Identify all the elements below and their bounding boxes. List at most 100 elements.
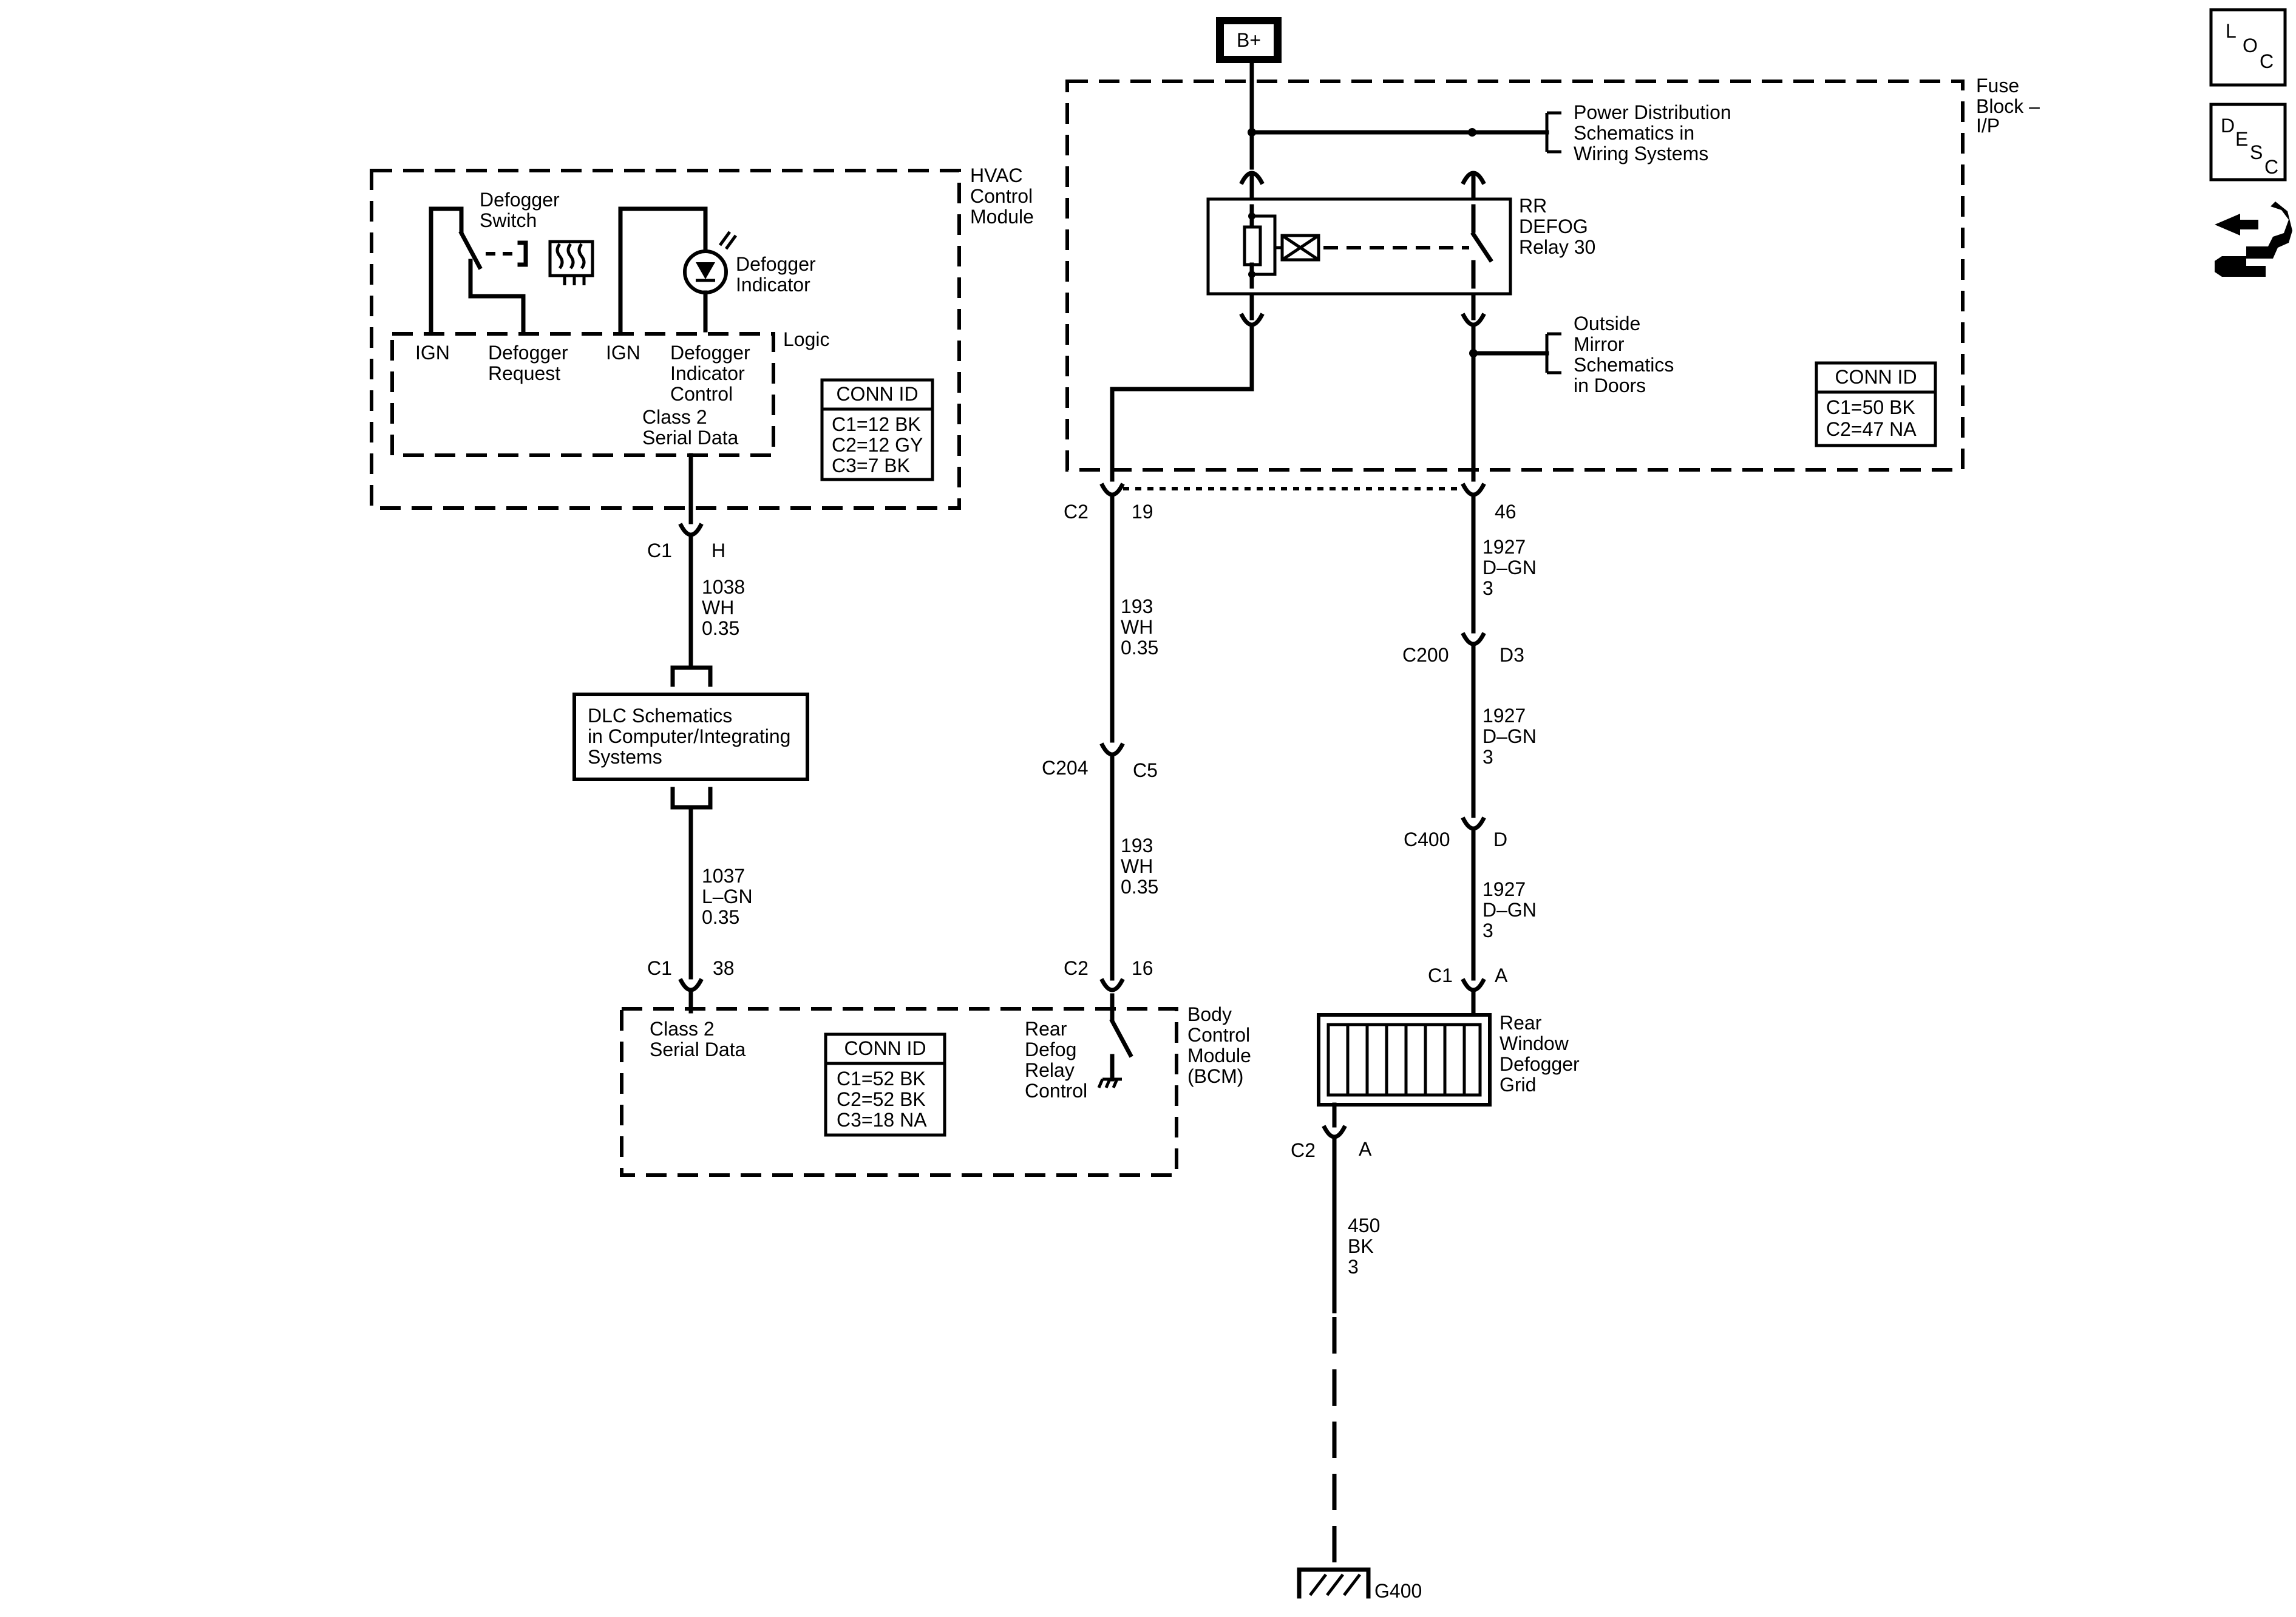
svg-text:Serial Data: Serial Data xyxy=(642,427,739,449)
svg-text:L: L xyxy=(2226,20,2237,42)
svg-text:Relay: Relay xyxy=(1025,1059,1075,1081)
hvac-c1-label: C1 xyxy=(647,540,672,561)
battery-label: B+ xyxy=(1237,29,1261,51)
svg-text:D–GN: D–GN xyxy=(1483,899,1537,921)
svg-text:1037: 1037 xyxy=(702,865,745,887)
outside-mirror-link[interactable]: Outside Mirror Schematics in Doors xyxy=(1574,313,1674,396)
fuse-block-bottom-connectors xyxy=(1099,483,1486,497)
grid-c2-label: C2 xyxy=(1291,1139,1316,1161)
bcm-c2-label: C2 xyxy=(1064,957,1089,979)
svg-text:(BCM): (BCM) xyxy=(1187,1065,1243,1087)
relay-label: RR DEFOG Relay 30 xyxy=(1519,195,1595,258)
description-button[interactable]: D E S C xyxy=(2209,103,2287,181)
svg-text:Defogger: Defogger xyxy=(488,342,568,364)
svg-text:in Doors: in Doors xyxy=(1574,375,1646,396)
battery-positive-source: B+ xyxy=(1216,17,1282,63)
svg-text:D–GN: D–GN xyxy=(1483,725,1537,747)
wire-1927-label-c: 1927 D–GN 3 xyxy=(1483,878,1537,941)
svg-text:Class 2: Class 2 xyxy=(642,406,707,428)
svg-text:3: 3 xyxy=(1483,577,1493,599)
svg-text:C2=47 NA: C2=47 NA xyxy=(1826,418,1917,440)
power-distribution-link[interactable]: Power Distribution Schematics in Wiring … xyxy=(1574,101,1731,164)
hvac-module-title: HVAC Control Module xyxy=(970,164,1034,228)
svg-text:1927: 1927 xyxy=(1483,878,1526,900)
fuse-pin-46: 46 xyxy=(1495,501,1517,523)
hvac-ign-label-1: IGN xyxy=(415,342,450,364)
svg-text:1038: 1038 xyxy=(702,576,745,598)
bcm-pin-16: 16 xyxy=(1132,957,1153,979)
c200-label: C200 xyxy=(1402,644,1449,666)
location-button[interactable]: L O C xyxy=(2209,8,2287,87)
bcm-outline xyxy=(620,1007,1178,1177)
svg-text:Control: Control xyxy=(1187,1024,1250,1046)
fuse-pin-19: 19 xyxy=(1132,501,1153,523)
svg-text:3: 3 xyxy=(1483,920,1493,941)
hvac-serial-data-label: Class 2 Serial Data xyxy=(642,406,739,449)
svg-text:193: 193 xyxy=(1121,595,1153,617)
grid-pin-a-bottom: A xyxy=(1359,1138,1372,1160)
svg-text:C: C xyxy=(2260,50,2274,72)
svg-text:Grid: Grid xyxy=(1500,1074,1536,1096)
c400-label: C400 xyxy=(1404,829,1450,850)
svg-text:Defog: Defog xyxy=(1025,1039,1076,1060)
dlc-schematics-box[interactable] xyxy=(572,693,809,781)
svg-text:Defogger: Defogger xyxy=(736,253,816,275)
bcm-title: Body Control Module (BCM) xyxy=(1187,1003,1251,1087)
svg-text:Module: Module xyxy=(1187,1045,1251,1066)
svg-text:Rear: Rear xyxy=(1500,1012,1542,1034)
svg-text:1927: 1927 xyxy=(1483,536,1526,558)
wire-193-label-lower: 193 WH 0.35 xyxy=(1121,835,1158,898)
svg-text:D: D xyxy=(2221,115,2235,137)
svg-text:Request: Request xyxy=(488,362,560,384)
svg-text:Indicator: Indicator xyxy=(670,362,745,384)
c204-pin-c5: C5 xyxy=(1133,759,1158,781)
svg-text:CONN ID: CONN ID xyxy=(836,383,918,405)
svg-text:C1=50 BK: C1=50 BK xyxy=(1826,396,1915,418)
svg-text:450: 450 xyxy=(1348,1215,1380,1236)
svg-text:193: 193 xyxy=(1121,835,1153,856)
fuse-block-conn-id-table: CONN ID C1=50 BK C2=47 NA xyxy=(1815,361,1937,447)
svg-text:Window: Window xyxy=(1500,1032,1569,1054)
svg-text:Control: Control xyxy=(1025,1080,1087,1102)
svg-text:Defogger: Defogger xyxy=(670,342,750,364)
svg-text:Control: Control xyxy=(970,185,1033,207)
wrench-arrows-icon[interactable] xyxy=(2215,202,2292,277)
svg-text:Serial Data: Serial Data xyxy=(650,1039,746,1060)
wire-193-label-upper: 193 WH 0.35 xyxy=(1121,595,1158,659)
svg-text:Indicator: Indicator xyxy=(736,274,810,296)
svg-text:DLC Schematics: DLC Schematics xyxy=(588,705,732,727)
svg-text:in Computer/Integrating: in Computer/Integrating xyxy=(588,725,790,747)
svg-text:E: E xyxy=(2235,128,2248,150)
svg-text:Switch: Switch xyxy=(480,209,537,231)
svg-text:Relay 30: Relay 30 xyxy=(1519,236,1595,258)
svg-text:Body: Body xyxy=(1187,1003,1232,1025)
svg-text:Outside: Outside xyxy=(1574,313,1640,334)
svg-text:3: 3 xyxy=(1483,746,1493,768)
svg-text:BK: BK xyxy=(1348,1235,1374,1257)
c200-pin-d3: D3 xyxy=(1500,644,1524,666)
defogger-indicator-control-label: Defogger Indicator Control xyxy=(670,342,750,405)
bcm-c1-38-connector xyxy=(678,978,704,992)
svg-text:C1=52 BK: C1=52 BK xyxy=(837,1068,926,1090)
svg-text:Mirror: Mirror xyxy=(1574,333,1625,355)
svg-text:CONN ID: CONN ID xyxy=(1835,366,1917,388)
svg-text:Defogger: Defogger xyxy=(1500,1053,1580,1075)
wire-1927-label-b: 1927 D–GN 3 xyxy=(1483,705,1537,768)
fuse-block-outline xyxy=(1065,80,1965,472)
wire-1038-label: 1038 WH 0.35 xyxy=(702,576,745,639)
bcm-c2-16-connector xyxy=(1099,978,1125,992)
svg-text:WH: WH xyxy=(1121,616,1153,638)
defogger-request-label: Defogger Request xyxy=(488,342,568,384)
grid-c1-label: C1 xyxy=(1428,964,1453,986)
hvac-logic-label: Logic xyxy=(783,328,830,350)
svg-text:L–GN: L–GN xyxy=(702,886,753,907)
svg-text:Schematics: Schematics xyxy=(1574,354,1674,376)
svg-text:1927: 1927 xyxy=(1483,705,1526,727)
svg-text:0.35: 0.35 xyxy=(702,617,739,639)
relay-terminal-connectors xyxy=(1239,171,1486,327)
dlc-schematics-link[interactable]: DLC Schematics in Computer/Integrating S… xyxy=(588,705,790,768)
svg-text:O: O xyxy=(2243,35,2258,56)
defogger-switch-label: Defogger Switch xyxy=(480,189,560,231)
c400-pin-d: D xyxy=(1493,829,1507,850)
svg-text:C2=12 GY: C2=12 GY xyxy=(832,434,923,456)
